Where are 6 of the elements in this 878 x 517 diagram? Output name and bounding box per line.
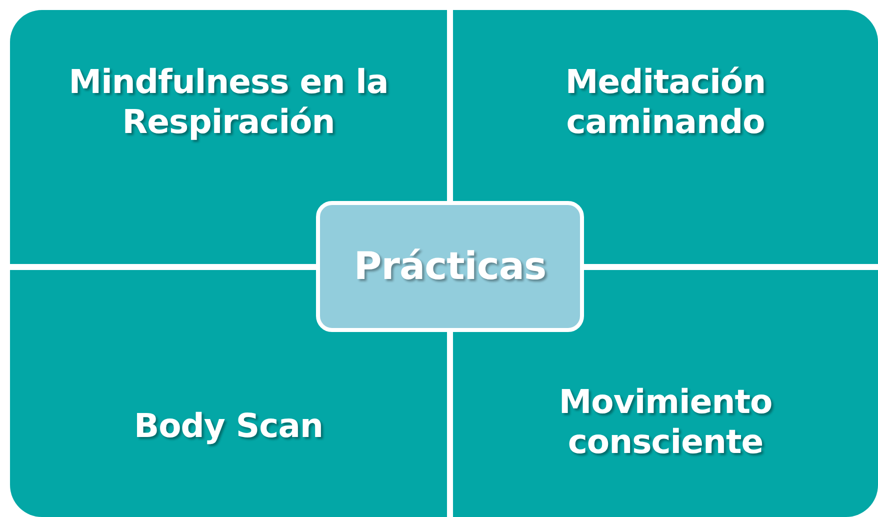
section-title: Mindfulness en la Respiración [68,62,390,142]
section-title: Body Scan [134,406,324,446]
center-box [316,201,584,332]
section-title: Prácticas [354,244,546,290]
section-title: Meditación caminando [564,62,767,142]
section-title: Movimiento consciente [558,382,774,462]
